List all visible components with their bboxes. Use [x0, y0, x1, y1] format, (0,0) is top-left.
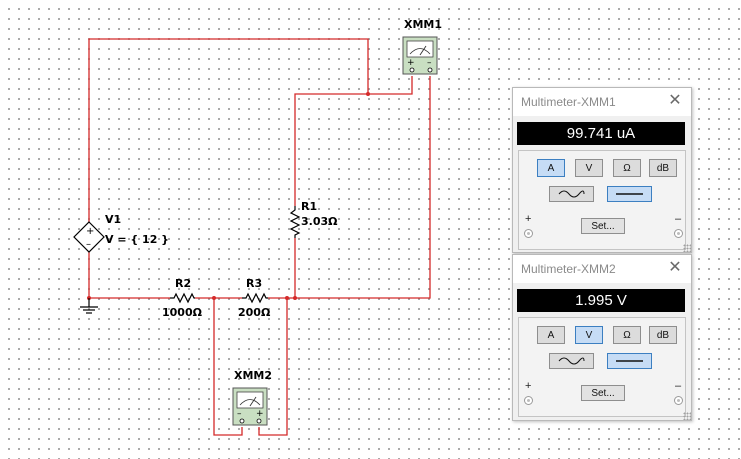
r2-value-label: 1000Ω — [162, 306, 203, 319]
resistor-r3[interactable]: R3 200Ω — [238, 277, 271, 319]
ground-symbol[interactable] — [80, 298, 98, 314]
mode-button-decibel[interactable]: dB — [649, 159, 677, 177]
mode-button-voltmeter[interactable]: V — [575, 159, 603, 177]
junction-dot — [293, 296, 297, 300]
svg-text:+: + — [256, 409, 264, 419]
voltage-source-v1[interactable]: + – V1 V = { 12 } — [73, 213, 169, 253]
xmm1-ref-label: XMM1 — [404, 18, 442, 31]
v1-value-label: V = { 12 } — [105, 233, 169, 246]
junction-dot — [285, 296, 289, 300]
set-button[interactable]: Set... — [581, 385, 625, 401]
svg-text:+: + — [407, 58, 415, 68]
minus-terminal[interactable] — [674, 229, 683, 238]
mode-button-ammeter[interactable]: A — [537, 326, 565, 344]
dc-mode-button[interactable] — [607, 186, 652, 202]
wire-xmm1-plus-to-r1[interactable] — [294, 93, 368, 206]
multimeter-xmm2-panel: Multimeter-XMM2 ✕ 1.995 V A V Ω dB + – S… — [512, 254, 692, 421]
r3-value-label: 200Ω — [238, 306, 271, 319]
plus-terminal[interactable] — [524, 229, 533, 238]
panel-titlebar[interactable]: Multimeter-XMM1 ✕ — [513, 88, 691, 116]
minus-terminal[interactable] — [674, 396, 683, 405]
controls-area: A V Ω dB + – Set... — [518, 150, 686, 250]
svg-text:+: + — [86, 226, 94, 237]
mode-button-decibel[interactable]: dB — [649, 326, 677, 344]
r3-ref-label: R3 — [246, 277, 262, 290]
plus-terminal-label: + — [525, 380, 532, 392]
mode-button-ohmmeter[interactable]: Ω — [613, 326, 641, 344]
minus-terminal-label: – — [675, 213, 682, 225]
resize-grip[interactable] — [683, 244, 691, 252]
minus-terminal-label: – — [675, 380, 682, 392]
junctions — [87, 92, 370, 300]
multimeter-xmm1-symbol[interactable]: XMM1 + – — [402, 18, 442, 75]
mode-button-voltmeter[interactable]: V — [575, 326, 603, 344]
svg-text:–: – — [86, 239, 91, 250]
resize-grip[interactable] — [683, 412, 691, 420]
dc-line-icon — [616, 193, 643, 195]
set-button[interactable]: Set... — [581, 218, 625, 234]
wire-node-to-xmm2-minus[interactable] — [213, 298, 243, 436]
svg-text:–: – — [427, 58, 432, 68]
resistor-r1[interactable]: R1 3.03Ω — [289, 200, 338, 238]
reading-display: 1.995 V — [517, 289, 685, 312]
close-icon[interactable]: ✕ — [668, 259, 682, 276]
resistor-r2[interactable]: R2 1000Ω — [162, 277, 203, 319]
r2-ref-label: R2 — [175, 277, 191, 290]
panel-title: Multimeter-XMM1 — [521, 95, 616, 109]
ac-mode-button[interactable] — [549, 186, 594, 202]
plus-terminal-label: + — [525, 213, 532, 225]
wire-xmm1-minus-to-node[interactable] — [287, 76, 431, 299]
multimeter-xmm1-panel: Multimeter-XMM1 ✕ 99.741 uA A V Ω dB + –… — [512, 87, 692, 253]
junction-dot — [366, 92, 370, 96]
v1-ref-label: V1 — [105, 213, 121, 226]
reading-display: 99.741 uA — [517, 122, 685, 145]
controls-area: A V Ω dB + – Set... — [518, 317, 686, 417]
ac-mode-button[interactable] — [549, 353, 594, 369]
mode-button-ohmmeter[interactable]: Ω — [613, 159, 641, 177]
svg-text:–: – — [237, 409, 242, 419]
panel-titlebar[interactable]: Multimeter-XMM2 ✕ — [513, 255, 691, 283]
dc-line-icon — [616, 360, 643, 362]
wire-xmm2-plus-to-node[interactable] — [258, 298, 288, 436]
wire-v1-top-to-xmm1-plus[interactable] — [88, 38, 413, 222]
wire-v1-bottom-to-r2[interactable] — [88, 252, 170, 299]
sine-wave-icon — [558, 190, 585, 198]
plus-terminal[interactable] — [524, 396, 533, 405]
close-icon[interactable]: ✕ — [668, 92, 682, 109]
mode-button-ammeter[interactable]: A — [537, 159, 565, 177]
dc-mode-button[interactable] — [607, 353, 652, 369]
panel-title: Multimeter-XMM2 — [521, 262, 616, 276]
sine-wave-icon — [558, 357, 585, 365]
r1-ref-label: R1 — [301, 200, 317, 213]
junction-dot — [212, 296, 216, 300]
multimeter-xmm2-symbol[interactable]: XMM2 – + — [232, 369, 272, 426]
xmm2-ref-label: XMM2 — [234, 369, 272, 382]
r1-value-label: 3.03Ω — [301, 215, 338, 228]
